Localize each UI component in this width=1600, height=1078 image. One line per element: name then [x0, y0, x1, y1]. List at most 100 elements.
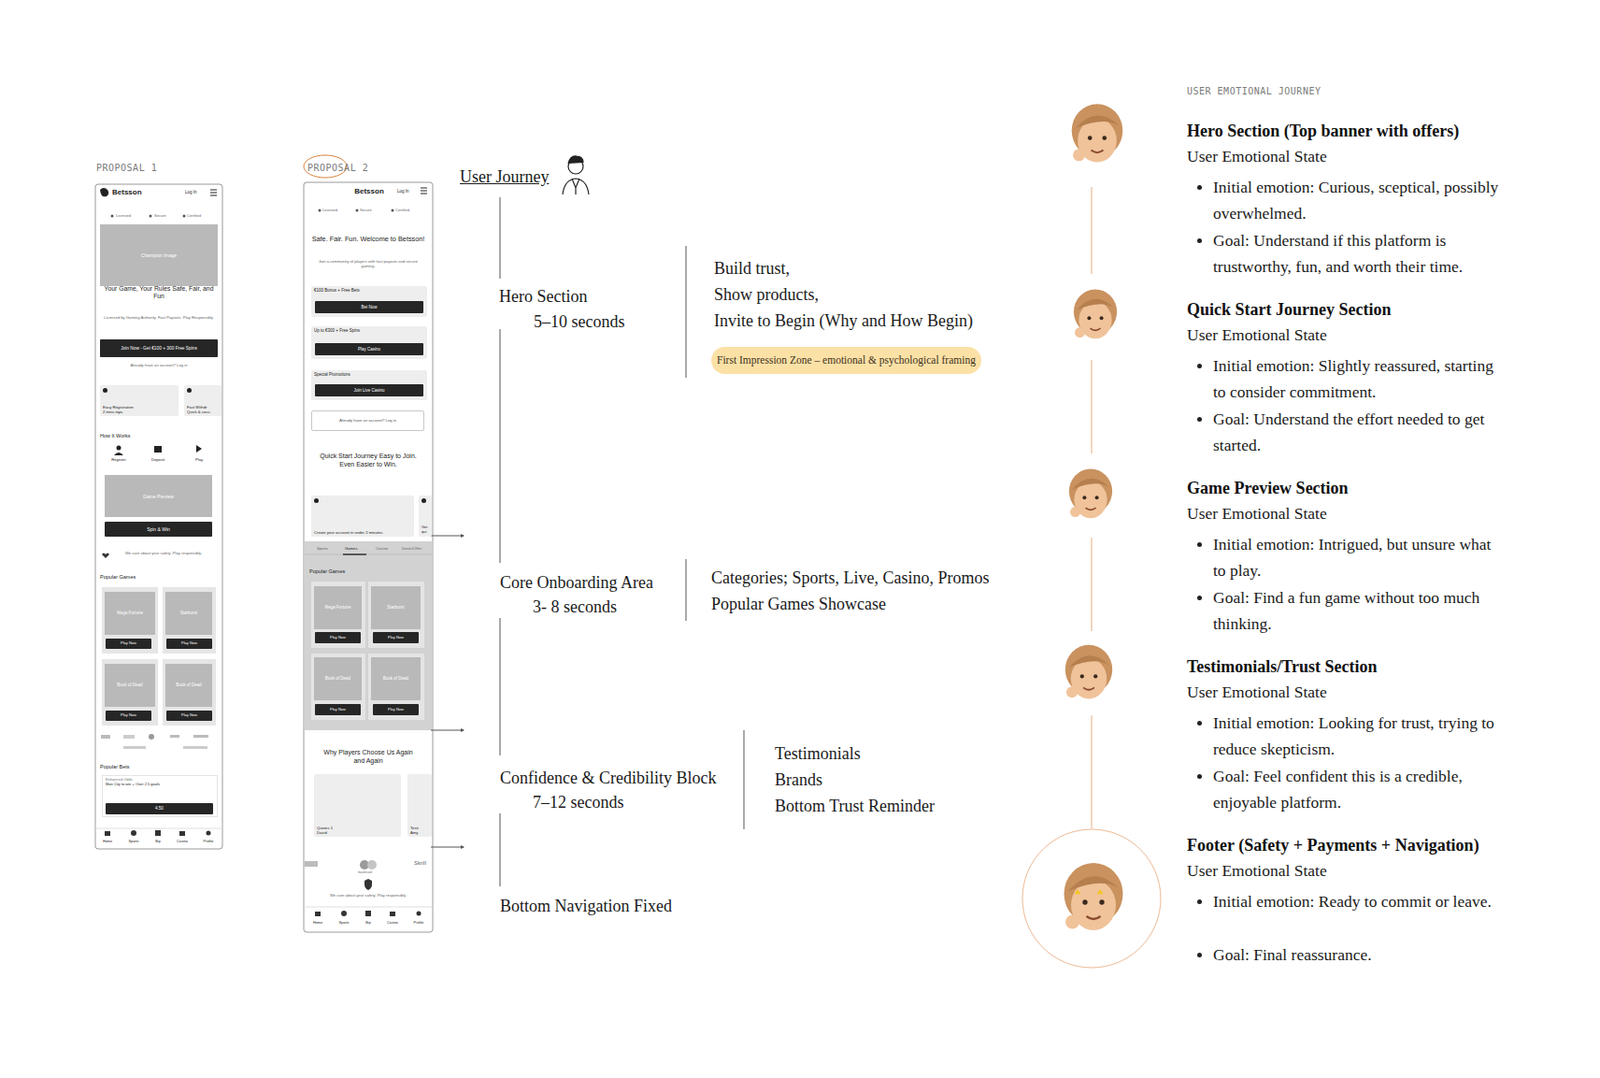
card: Special PromotionsJoin Live Casino: [311, 370, 428, 400]
button: 4.50: [105, 802, 214, 815]
drawing-part: [562, 156, 589, 195]
label: User Emotional State: [1186, 325, 1328, 346]
image-placeholder: Mega Fortune: [104, 591, 156, 635]
image-placeholder: Mega Fortune: [314, 585, 362, 629]
drawing-part: [368, 653, 425, 720]
label: Popular Games: [309, 568, 345, 575]
button: Play Now: [372, 631, 419, 643]
bullet-text: Goal: Understand the effort needed to ge…: [1213, 405, 1503, 458]
label: Already have an account? Log in: [100, 362, 218, 368]
label: Popular Games Showcase: [711, 593, 886, 615]
label: 3- 8 seconds: [532, 596, 617, 618]
drawing-part: [123, 734, 135, 739]
button: Play Now: [105, 710, 152, 721]
drawing-part: [430, 197, 744, 886]
label: Play: [180, 457, 218, 462]
drawing-part: [1069, 468, 1113, 518]
section-heading: Quick Start Journey Section: [1186, 299, 1392, 321]
drawing-part: [1090, 537, 1093, 631]
image-placeholder: Book of Dead: [165, 663, 213, 707]
bullet-text: Initial emotion: Ready to commit or leav…: [1213, 887, 1503, 915]
label: 5–10 seconds: [533, 311, 626, 333]
label: Testimonials: [774, 742, 861, 765]
card: Create your account in under 2 minutes.: [311, 495, 415, 537]
bullet-dot: [1197, 542, 1202, 547]
label: Casino: [375, 545, 388, 551]
drawing-part: [500, 813, 501, 886]
drawing-part: [193, 734, 209, 738]
card: Fast WithdrQuick & secu: [184, 385, 222, 416]
node-text: Champion Image: [141, 252, 177, 258]
node-text: 4.50: [155, 805, 164, 811]
drawing-part: [311, 581, 366, 648]
outline-button: Already have an account? Log in: [311, 410, 425, 431]
label: Brands: [774, 769, 823, 791]
card: Get qui: [418, 495, 432, 537]
node-text: Amy: [410, 829, 418, 835]
bullet-text: Initial emotion: Looking for trust, tryi…: [1213, 709, 1503, 762]
drawing-part: [562, 178, 589, 195]
label: Certified: [186, 213, 201, 218]
label: Join a community of players with fast pa…: [311, 258, 426, 270]
node-text: Special Promotions: [314, 371, 351, 377]
node-text: Spin & Win: [146, 526, 171, 532]
label: We care about your safety. Play responsi…: [308, 892, 429, 898]
label: Licensed by Gaming Authority. Fast Payou…: [99, 314, 219, 320]
drawing-part: [743, 729, 745, 829]
label: 7–12 seconds: [532, 791, 625, 814]
node-text: Join Live Casino: [353, 387, 385, 393]
drawing-part: [311, 653, 366, 720]
drawing-part: [148, 733, 155, 740]
node-text: Book of Dead: [383, 675, 409, 681]
drawing-part: [318, 209, 322, 213]
label: Profile: [196, 839, 221, 844]
drawing-part: [1090, 714, 1093, 829]
drawing-part: [685, 558, 687, 621]
drawing-part: [95, 184, 223, 849]
image-placeholder: Starburst: [371, 585, 421, 629]
bullet-dot: [1197, 773, 1202, 779]
node-text: First Impression Zone – emotional & psyc…: [716, 354, 976, 368]
drawing-part: [365, 910, 372, 916]
drawing-part: [303, 182, 433, 932]
image-placeholder: Book of Dead: [371, 657, 421, 700]
node-text: Fast Withdr: [186, 404, 207, 410]
drawing-part: [430, 729, 464, 731]
image-placeholder: Starburst: [165, 591, 213, 635]
label: Casino: [170, 839, 195, 844]
drawing-part: [342, 553, 367, 556]
image-placeholder: Book of Dead: [104, 663, 156, 707]
node-text: Play Now: [387, 635, 404, 641]
icon: [314, 498, 319, 503]
label: PROPOSAL 1: [96, 162, 158, 175]
bullet-dot: [1197, 363, 1202, 369]
drawing-part: [123, 745, 146, 749]
button: Play Now: [166, 638, 213, 649]
drawing-part: [685, 245, 687, 378]
node-text: David: [316, 829, 328, 835]
drawing-part: [210, 189, 217, 196]
drawing-part: [1065, 644, 1113, 700]
label: Quick Start Journey Easy to Join. Even E…: [315, 452, 421, 470]
drawing-part: [155, 829, 161, 836]
drawing-part: [1090, 186, 1093, 274]
bullet-dot: [1197, 595, 1202, 600]
node-text: Play Now: [387, 707, 404, 713]
button: Play Now: [372, 703, 419, 715]
node-text: Mega Fortune: [324, 604, 351, 610]
icon: [421, 498, 427, 503]
button: Join Live Casino: [314, 384, 424, 397]
label: Show products,: [714, 284, 819, 306]
card: Up to €300 + Free SpinsPlay Casino: [311, 326, 428, 359]
button: Play Now: [314, 703, 361, 715]
label: Licensed: [115, 213, 131, 218]
drawing-part: [183, 745, 208, 749]
drawing-part: [391, 209, 395, 213]
label: Licensed: [322, 207, 338, 213]
drawing-part: [1090, 359, 1093, 454]
button: Play Casino: [314, 342, 424, 356]
button: Join Now - Get €100 + 300 Free Spins: [100, 339, 218, 358]
node-text: Bet Now: [360, 304, 377, 310]
bullet-text: Goal: Understand if this platform is tru…: [1213, 227, 1503, 280]
